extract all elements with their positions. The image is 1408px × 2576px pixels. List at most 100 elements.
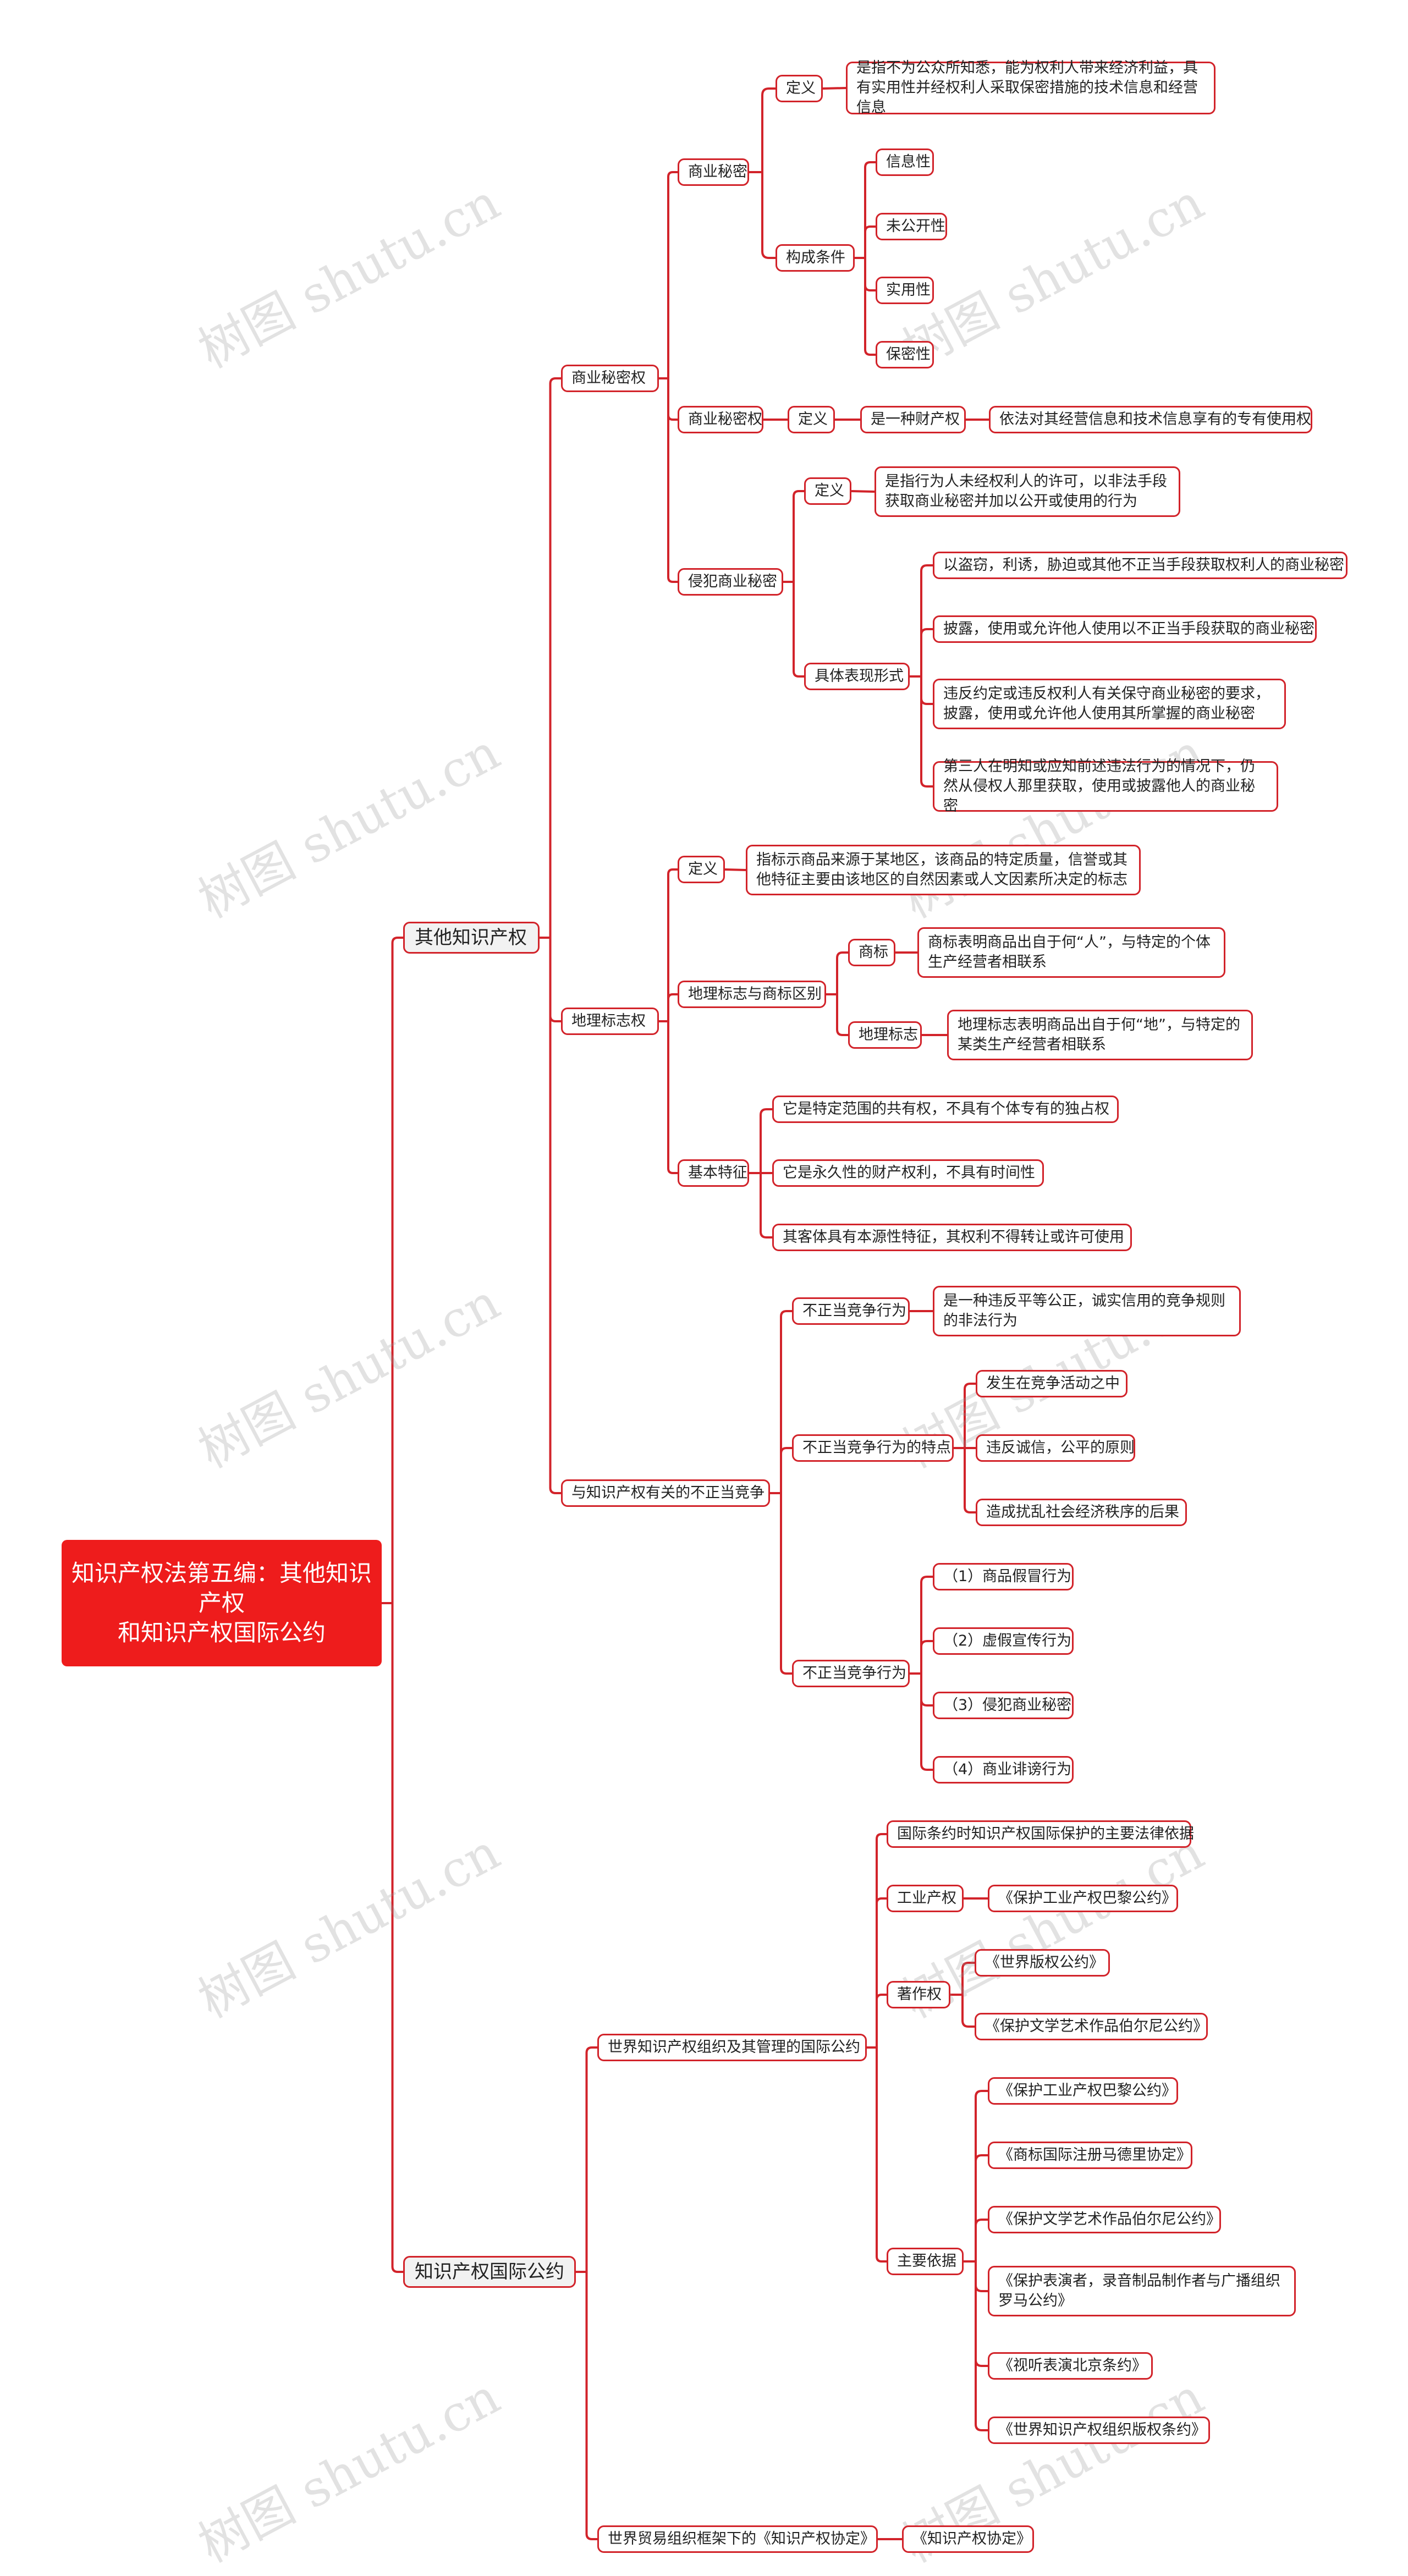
wipo-legal-basis: 国际条约时知识产权国际保护的主要法律依据 xyxy=(887,1820,1194,1848)
conditions-node[interactable]: 构成条件 xyxy=(776,244,855,272)
definition-text: 指标示商品来源于某地区，该商品的特定质量，信誉或其他特征主要由该地区的自然因素或… xyxy=(746,845,1141,895)
condition-item[interactable]: 未公开性 xyxy=(876,213,947,240)
connector xyxy=(954,1447,976,1513)
root-topic[interactable]: 知识产权法第五编：其他知识产权 和知识产权国际公约 xyxy=(62,1540,382,1666)
convention-item: 《世界知识产权组织版权条约》 xyxy=(988,2417,1210,2444)
connector xyxy=(724,868,746,871)
connector xyxy=(867,1833,887,2049)
connector xyxy=(855,257,876,356)
feature-item: 其客体具有本源性特征，其权利不得转让或许可使用 xyxy=(772,1224,1132,1251)
connector xyxy=(855,225,876,259)
connector xyxy=(382,1602,403,2273)
connector xyxy=(964,2090,988,2263)
trade-secret-right-sub-node[interactable]: 商业秘密权 xyxy=(678,406,763,433)
geo-vs-trademark-node[interactable]: 地理标志与商标区别 xyxy=(678,981,826,1008)
unfair-act-features-node[interactable]: 不正当竞争行为的特点 xyxy=(792,1434,954,1462)
trade-secret-right-node[interactable]: 商业秘密权 xyxy=(561,365,659,392)
unfair-competition-node[interactable]: 与知识产权有关的不正当竞争 xyxy=(561,1479,770,1507)
wto-node[interactable]: 世界贸易组织框架下的《知识产权协定》 xyxy=(597,2525,878,2553)
connector xyxy=(950,1994,975,2028)
unfair-act-types-node[interactable]: 不正当竞争行为 xyxy=(792,1660,910,1687)
trips-item: 《知识产权协定》 xyxy=(902,2525,1034,2553)
connector xyxy=(826,951,848,995)
property-right-node[interactable]: 是一种财产权 xyxy=(860,406,966,433)
type-item: （4）商业诽谤行为 xyxy=(933,1756,1074,1784)
connector xyxy=(964,2154,988,2263)
form-item: 以盗窃，利诱，胁迫或其他不正当手段获取权利人的商业秘密 xyxy=(933,552,1348,579)
basic-features-node[interactable]: 基本特征 xyxy=(678,1159,749,1187)
connector xyxy=(659,377,678,583)
condition-item[interactable]: 信息性 xyxy=(876,148,934,176)
connector xyxy=(576,2271,597,2540)
connector xyxy=(770,1492,792,1675)
connector xyxy=(783,581,804,678)
connector xyxy=(749,1108,772,1174)
connector xyxy=(867,2046,887,2263)
feature-item: 违反诚信，公平的原则 xyxy=(976,1434,1135,1462)
forms-node[interactable]: 具体表现形式 xyxy=(804,663,910,690)
connector xyxy=(851,490,875,493)
connector xyxy=(867,1897,887,2049)
unfair-act-text: 是一种违反平等公正，诚实信用的竞争规则的非法行为 xyxy=(933,1286,1241,1336)
connector xyxy=(382,937,403,1604)
convention-item: 《商标国际注册马德里协定》 xyxy=(988,2142,1192,2169)
type-item: （2）虚假宣传行为 xyxy=(933,1627,1074,1655)
type-item: （1）商品假冒行为 xyxy=(933,1563,1074,1590)
convention-item: 《保护工业产权巴黎公约》 xyxy=(988,1885,1178,1912)
convention-item: 《保护表演者，录音制品制作者与广播组织罗马公约》 xyxy=(988,2266,1296,2316)
convention-item: 《保护文学艺术作品伯尔尼公约》 xyxy=(975,2013,1208,2040)
connector xyxy=(910,564,933,678)
trademark-text: 商标表明商品出自于何“人”，与特定的个体生产经营者相联系 xyxy=(917,927,1225,978)
connector xyxy=(964,2219,988,2263)
connector xyxy=(576,2046,597,2273)
connector xyxy=(910,1640,933,1675)
main-basis-node[interactable]: 主要依据 xyxy=(887,2248,964,2275)
connector xyxy=(749,87,776,173)
connector xyxy=(822,87,846,90)
exclusive-use-text: 依法对其经营信息和技术信息享有的专有使用权 xyxy=(989,406,1312,433)
connector xyxy=(659,171,678,379)
connector xyxy=(954,1383,976,1449)
feature-item: 造成扰乱社会经济秩序的后果 xyxy=(976,1499,1187,1526)
connector xyxy=(826,993,848,1036)
branch-other-ip[interactable]: 其他知识产权 xyxy=(403,922,540,954)
convention-item: 《视听表演北京条约》 xyxy=(988,2352,1153,2380)
type-item: （3）侵犯商业秘密 xyxy=(933,1692,1074,1719)
infringement-node[interactable]: 侵犯商业秘密 xyxy=(678,568,783,596)
wipo-node[interactable]: 世界知识产权组织及其管理的国际公约 xyxy=(597,2034,867,2061)
geo-indication-text: 地理标志表明商品出自于何“地”，与特定的某类生产经营者相联系 xyxy=(947,1010,1253,1060)
copyright-node[interactable]: 著作权 xyxy=(887,1981,950,2008)
connector xyxy=(540,377,561,939)
connector xyxy=(770,1310,792,1494)
branch-intl-conventions[interactable]: 知识产权国际公约 xyxy=(403,2256,576,2288)
definition-node[interactable]: 定义 xyxy=(788,406,835,433)
industrial-property-node[interactable]: 工业产权 xyxy=(887,1885,964,1912)
connector xyxy=(867,1994,887,2049)
geo-indication-node[interactable]: 地理标志 xyxy=(848,1021,922,1049)
feature-item: 发生在竞争活动之中 xyxy=(976,1370,1128,1397)
definition-node[interactable]: 定义 xyxy=(804,477,851,505)
trademark-node[interactable]: 商标 xyxy=(848,939,895,966)
feature-item: 它是特定范围的共有权，不具有个体专有的独占权 xyxy=(772,1096,1119,1123)
trade-secret-node[interactable]: 商业秘密 xyxy=(678,158,749,186)
connector xyxy=(749,1172,772,1239)
connector xyxy=(910,675,933,788)
unfair-act-node[interactable]: 不正当竞争行为 xyxy=(792,1297,910,1325)
connector xyxy=(770,1447,792,1494)
form-item: 披露，使用或允许他人使用以不正当手段获取的商业秘密 xyxy=(933,615,1317,643)
condition-item[interactable]: 保密性 xyxy=(876,341,934,368)
connector xyxy=(910,628,933,678)
connector xyxy=(964,2260,988,2431)
form-item: 第三人在明知或应知前述违法行为的情况下，仍然从侵权人那里获取，使用或披露他人的商… xyxy=(933,758,1278,814)
definition-node[interactable]: 定义 xyxy=(678,856,725,883)
connector xyxy=(855,161,876,259)
connector xyxy=(540,937,561,1494)
connector xyxy=(659,993,678,1022)
definition-node[interactable]: 定义 xyxy=(776,75,823,102)
geo-indication-right-node[interactable]: 地理标志权 xyxy=(561,1008,659,1035)
connector xyxy=(659,1020,678,1174)
connector xyxy=(910,1672,933,1771)
condition-item[interactable]: 实用性 xyxy=(876,277,934,304)
connector xyxy=(749,171,776,259)
